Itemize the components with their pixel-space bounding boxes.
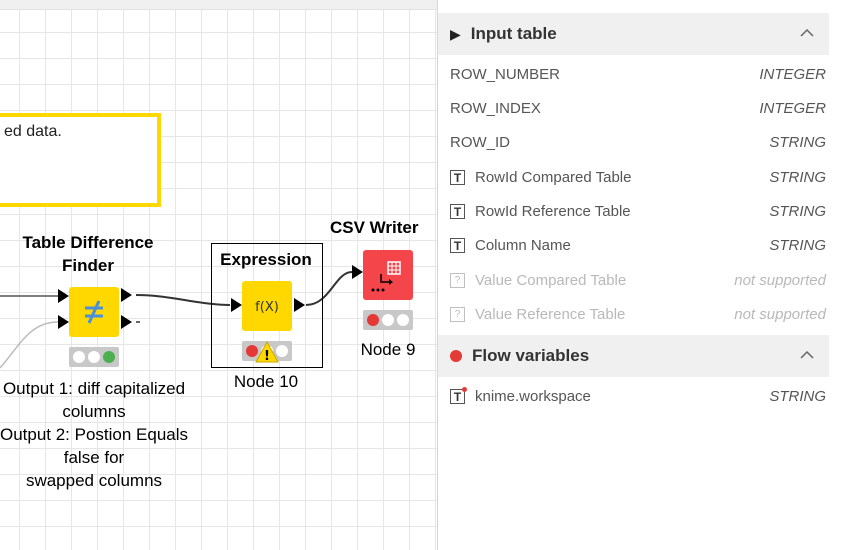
function-icon: f(X) bbox=[255, 300, 279, 315]
workflow-canvas[interactable]: ed data. Table Difference Finder Output … bbox=[0, 0, 437, 550]
expression-input-port[interactable] bbox=[231, 298, 242, 312]
csv-writer-title[interactable]: CSV Writer bbox=[330, 218, 419, 237]
status-dot-green-off bbox=[396, 314, 409, 326]
note-line: swapped columns bbox=[25, 471, 163, 490]
status-dot-green-on bbox=[102, 351, 115, 363]
expression-output-port[interactable] bbox=[294, 298, 305, 312]
column-row[interactable]: ROW_NUMBER INTEGER bbox=[450, 61, 826, 87]
flow-variable-type: STRING bbox=[769, 387, 826, 405]
column-name-wrap: ? Value Reference Table bbox=[450, 306, 734, 323]
csv-writer-node[interactable] bbox=[363, 250, 413, 300]
node-status-light bbox=[363, 310, 413, 330]
flow-variable-row[interactable]: T knime.workspace STRING bbox=[450, 383, 826, 409]
chevron-up-icon[interactable] bbox=[800, 28, 814, 37]
status-dot-red-on bbox=[246, 345, 259, 357]
chevron-up-icon[interactable] bbox=[800, 350, 814, 359]
csv-writer-node-label[interactable]: Node 9 bbox=[360, 340, 416, 359]
column-type: INTEGER bbox=[759, 65, 826, 83]
status-dot-red-off bbox=[73, 351, 86, 363]
column-type: not supported bbox=[734, 305, 826, 323]
column-name: ROW_ID bbox=[450, 133, 510, 151]
title-line-1: Table Difference bbox=[22, 233, 154, 252]
column-row[interactable]: T RowId Compared Table STRING bbox=[450, 164, 826, 190]
svg-text:f(X): f(X) bbox=[255, 300, 279, 315]
wire-expression-to-csv bbox=[305, 271, 353, 306]
flow-variable-dot-icon bbox=[450, 350, 462, 362]
column-row[interactable]: ? Value Compared Table not supported bbox=[450, 267, 826, 293]
column-name: ROW_INDEX bbox=[450, 99, 541, 117]
column-type: STRING bbox=[769, 133, 826, 151]
unknown-type-icon: ? bbox=[450, 306, 465, 322]
column-name: Value Reference Table bbox=[475, 305, 626, 323]
selected-node-frame bbox=[211, 243, 323, 368]
column-type: not supported bbox=[734, 271, 826, 289]
column-type: STRING bbox=[769, 202, 826, 220]
wire-into-diff-bottom bbox=[0, 321, 59, 369]
csv-writer-input-port[interactable] bbox=[352, 265, 363, 279]
column-type: INTEGER bbox=[759, 99, 826, 117]
column-name-wrap: T RowId Compared Table bbox=[450, 169, 769, 186]
column-row[interactable]: ROW_ID STRING bbox=[450, 129, 826, 155]
play-triangle-icon: ▶ bbox=[450, 25, 461, 42]
workflow-annotation[interactable]: ed data. bbox=[0, 113, 161, 207]
input-port-1[interactable] bbox=[58, 289, 69, 303]
status-dot-yellow-off bbox=[87, 351, 100, 363]
string-type-icon: T bbox=[450, 203, 465, 219]
note-line: Output 2: Postion Equals bbox=[0, 425, 189, 444]
connection-wires bbox=[0, 271, 353, 369]
note-line: Output 1: diff capitalized bbox=[2, 379, 186, 398]
warning-icon[interactable]: ! bbox=[255, 341, 279, 363]
column-name: RowId Compared Table bbox=[475, 168, 632, 186]
canvas-top-bar bbox=[0, 0, 437, 10]
table-difference-finder-node[interactable] bbox=[69, 287, 119, 337]
column-name: Column Name bbox=[475, 236, 571, 254]
output-notes: Output 1: diff capitalized columns Outpu… bbox=[0, 377, 194, 492]
column-type: STRING bbox=[769, 168, 826, 186]
table-write-icon bbox=[371, 261, 401, 292]
column-name-wrap: T RowId Reference Table bbox=[450, 203, 769, 220]
input-table-header[interactable]: ▶ Input table bbox=[438, 13, 830, 55]
string-type-icon: T bbox=[450, 237, 465, 253]
note-line: false for bbox=[63, 448, 125, 467]
panel-scrollbar[interactable] bbox=[829, 0, 849, 550]
column-name-wrap: ? Value Compared Table bbox=[450, 272, 734, 289]
title-line-2: Finder bbox=[62, 256, 114, 275]
status-dot-green-off bbox=[275, 345, 288, 357]
flow-variables-title: Flow variables bbox=[472, 346, 590, 365]
column-type: STRING bbox=[769, 236, 826, 254]
column-row[interactable]: T RowId Reference Table STRING bbox=[450, 198, 826, 224]
flow-variable-name: knime.workspace bbox=[475, 387, 591, 405]
output-port-2[interactable] bbox=[121, 315, 132, 329]
svg-text:!: ! bbox=[264, 349, 270, 363]
status-dot-red-on bbox=[367, 314, 380, 326]
unknown-type-icon: ? bbox=[450, 272, 465, 288]
not-equal-icon bbox=[85, 300, 103, 324]
column-name-wrap: T Column Name bbox=[450, 237, 769, 254]
expression-node-label[interactable]: Node 10 bbox=[233, 372, 299, 391]
expression-title[interactable]: Expression bbox=[220, 250, 312, 269]
column-name: Value Compared Table bbox=[475, 271, 627, 289]
port-data-panel: ▶ Input table ROW_NUMBER INTEGER ROW_IND… bbox=[437, 0, 849, 550]
flow-variables-header[interactable]: Flow variables bbox=[438, 335, 830, 377]
node-status-light bbox=[69, 347, 119, 367]
output-port-1[interactable] bbox=[121, 288, 132, 302]
column-row[interactable]: T Column Name STRING bbox=[450, 232, 826, 258]
string-flow-variable-icon: T bbox=[450, 386, 467, 404]
wire-diff-to-expression bbox=[135, 294, 231, 306]
table-difference-finder-title[interactable]: Table Difference Finder bbox=[8, 231, 168, 277]
column-name: ROW_NUMBER bbox=[450, 65, 561, 83]
string-type-icon: T bbox=[450, 169, 465, 185]
input-port-2[interactable] bbox=[58, 315, 69, 329]
flow-variable-name-wrap: T knime.workspace bbox=[450, 386, 769, 405]
status-dot-yellow-off bbox=[381, 314, 394, 326]
note-line: columns bbox=[62, 402, 126, 421]
column-name: RowId Reference Table bbox=[475, 202, 631, 220]
column-row[interactable]: ? Value Reference Table not supported bbox=[450, 301, 826, 327]
annotation-text: ed data. bbox=[4, 123, 62, 140]
expression-node[interactable]: f(X) bbox=[242, 281, 292, 331]
input-table-title: Input table bbox=[470, 24, 557, 43]
column-row[interactable]: ROW_INDEX INTEGER bbox=[450, 95, 826, 121]
